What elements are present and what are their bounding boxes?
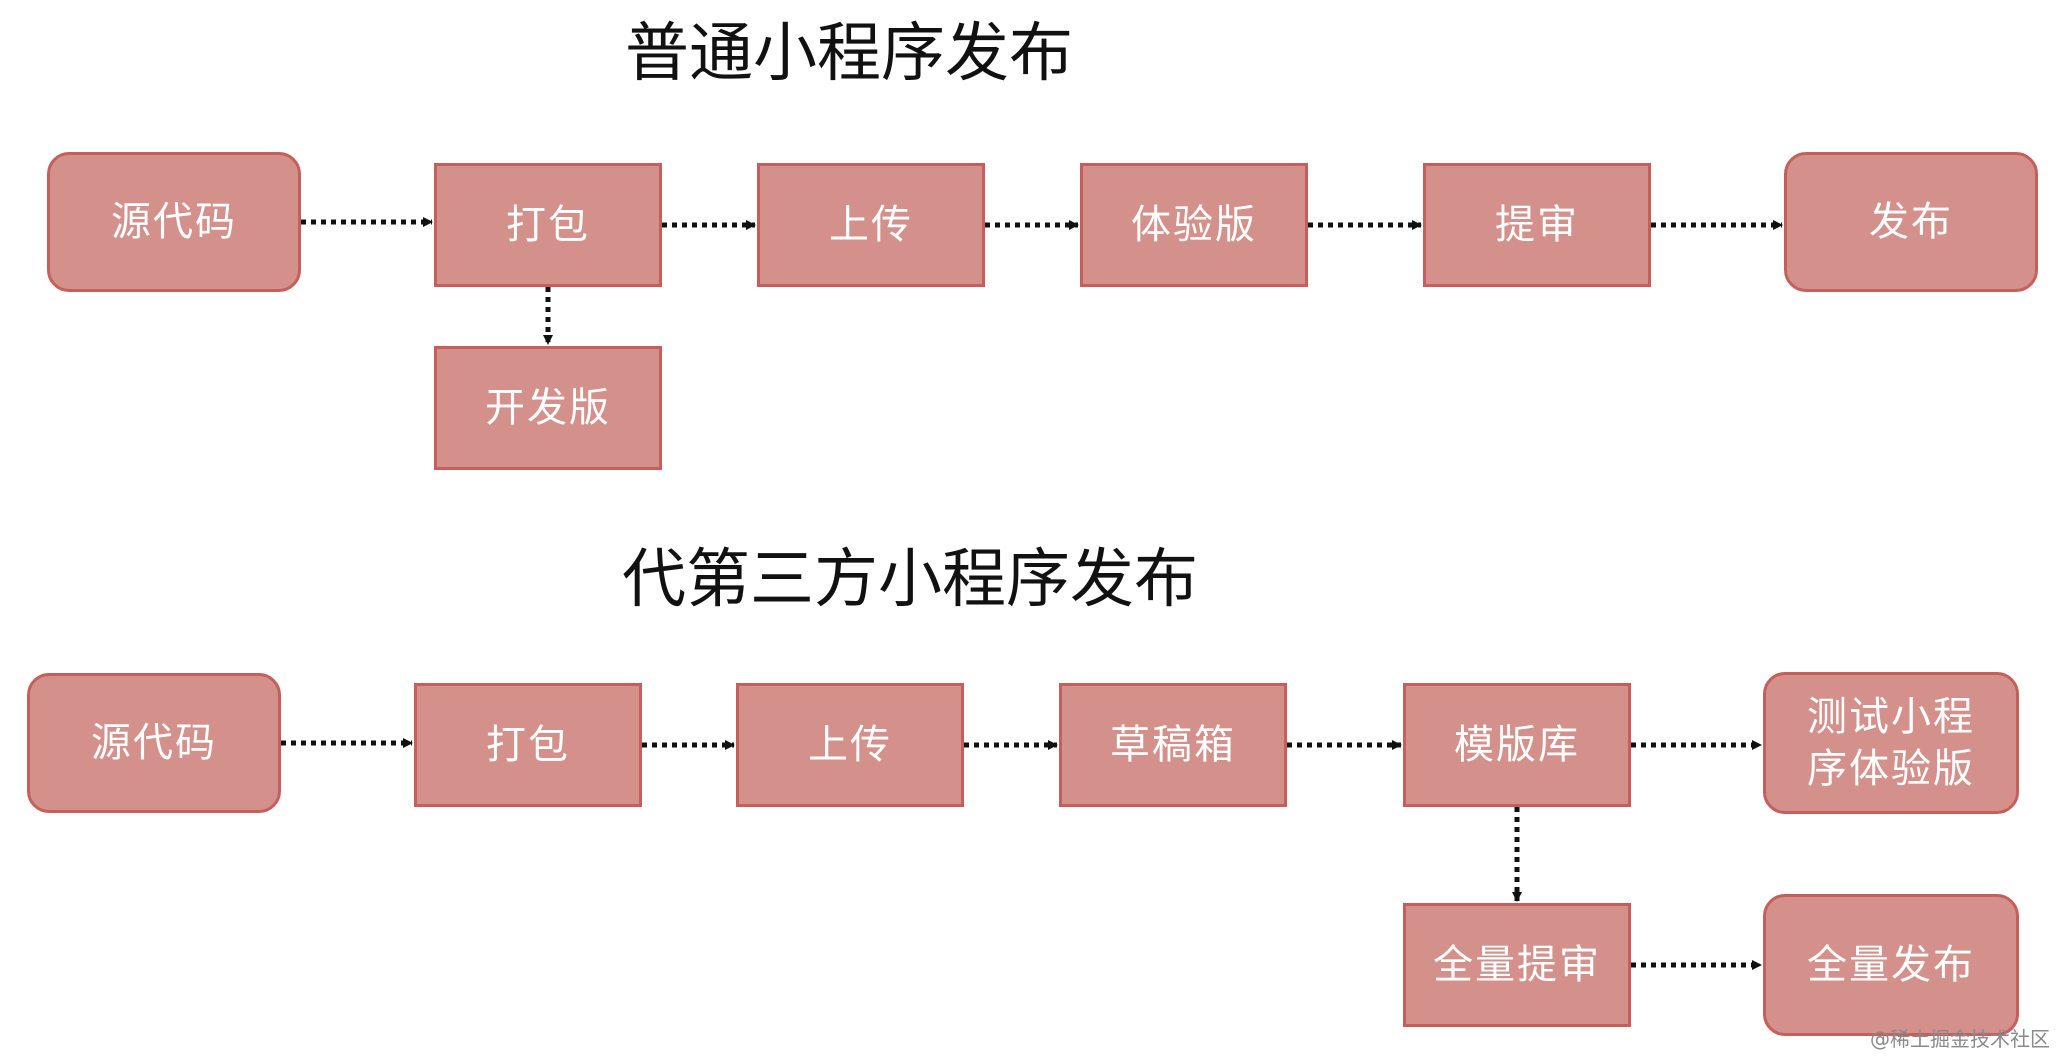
node-label: 模版库 — [1454, 722, 1580, 768]
node-label: 全量提审 — [1433, 942, 1601, 988]
node-upload-tp: 上传 — [736, 683, 964, 807]
node-package-tp: 打包 — [414, 683, 642, 807]
watermark: @稀土掘金技术社区 — [1870, 1027, 2050, 1051]
title-third-party-release: 代第三方小程序发布 — [622, 543, 1198, 617]
node-label: 上传 — [829, 202, 913, 248]
node-drafts: 草稿箱 — [1059, 683, 1287, 807]
node-full-release: 全量发布 — [1763, 894, 2019, 1036]
node-label: 发布 — [1869, 199, 1953, 245]
node-label: 测试小程 序体验版 — [1807, 694, 1975, 792]
node-label: 全量发布 — [1807, 942, 1975, 988]
node-label: 体验版 — [1131, 202, 1257, 248]
node-release: 发布 — [1784, 152, 2038, 292]
node-test-trial-version: 测试小程 序体验版 — [1763, 672, 2019, 814]
node-full-review: 全量提审 — [1403, 903, 1631, 1027]
title-normal-release: 普通小程序发布 — [625, 17, 1073, 91]
node-trial-version: 体验版 — [1080, 163, 1308, 287]
node-submit-review: 提审 — [1423, 163, 1651, 287]
node-upload: 上传 — [757, 163, 985, 287]
node-label: 源代码 — [111, 199, 237, 245]
node-package: 打包 — [434, 163, 662, 287]
node-label: 提审 — [1495, 202, 1579, 248]
node-label: 开发版 — [485, 385, 611, 431]
node-label: 草稿箱 — [1110, 722, 1236, 768]
node-template-library: 模版库 — [1403, 683, 1631, 807]
node-label: 打包 — [486, 722, 570, 768]
node-label: 打包 — [506, 202, 590, 248]
node-label: 源代码 — [91, 720, 217, 766]
node-label: 上传 — [808, 722, 892, 768]
node-source-code-tp: 源代码 — [27, 673, 281, 813]
node-source-code: 源代码 — [47, 152, 301, 292]
node-dev-version: 开发版 — [434, 346, 662, 470]
